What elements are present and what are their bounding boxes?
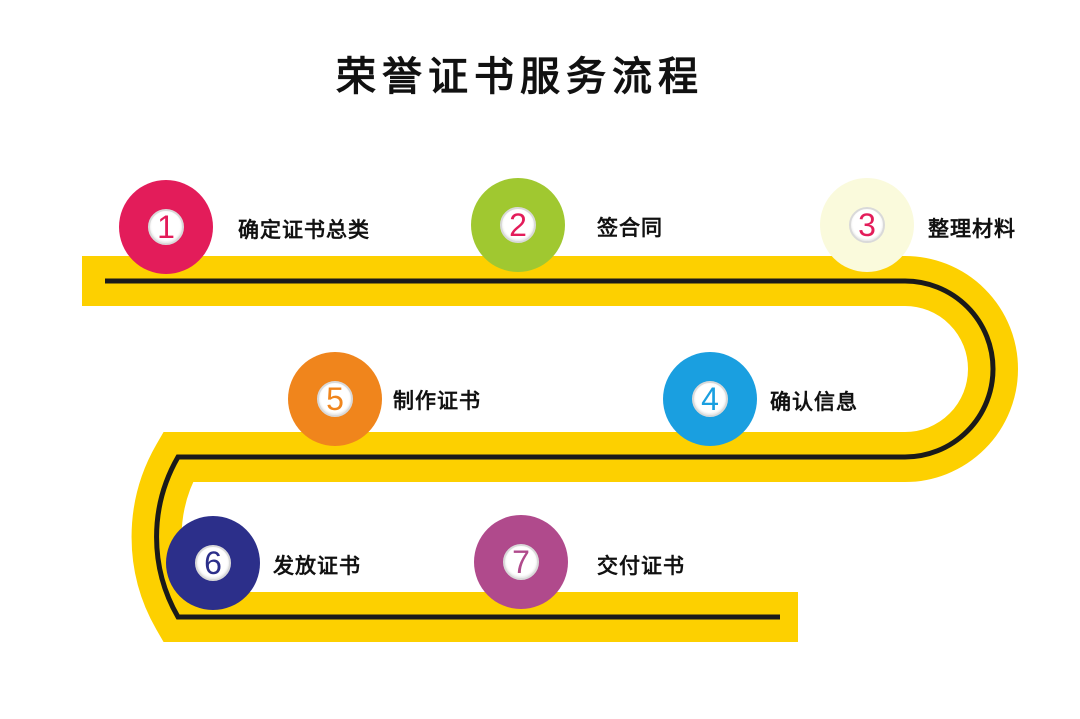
step-7-label: 交付证书 [597,554,685,578]
step-5-circle: 5 [288,352,382,446]
step-4-label: 确认信息 [770,390,858,414]
road-center-line [105,278,996,620]
step-5-label: 制作证书 [393,389,481,413]
step-7-number: 7 [503,544,539,580]
step-7-circle: 7 [474,515,568,609]
step-1-number: 1 [148,209,184,245]
step-6-label: 发放证书 [273,554,361,578]
step-3-label: 整理材料 [928,217,1016,241]
step-4-circle: 4 [663,352,757,446]
step-2-label: 签合同 [597,216,663,240]
step-1-circle: 1 [119,180,213,274]
page-title: 荣誉证书服务流程 [336,54,704,100]
step-5-number: 5 [317,381,353,417]
step-3-number: 3 [849,207,885,243]
step-3-circle: 3 [820,178,914,272]
step-6-circle: 6 [166,516,260,610]
step-6-number: 6 [195,545,231,581]
step-2-circle: 2 [471,178,565,272]
step-4-number: 4 [692,381,728,417]
step-1-label: 确定证书总类 [238,218,370,242]
step-2-number: 2 [500,207,536,243]
